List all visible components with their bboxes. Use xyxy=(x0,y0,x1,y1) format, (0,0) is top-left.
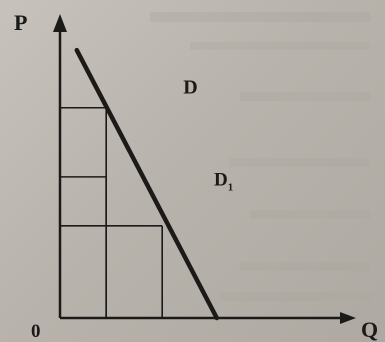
y-axis-arrow-icon xyxy=(53,14,67,32)
annotation-d1: D1 xyxy=(214,170,233,194)
origin-label: 0 xyxy=(31,321,41,342)
annotation-d1-subscript: 1 xyxy=(228,182,234,194)
bleed-through-texture xyxy=(150,12,370,301)
demand-line xyxy=(74,47,220,321)
y-axis-label: P xyxy=(14,10,27,35)
annotation-d1-main: D xyxy=(214,170,228,191)
x-axis-arrow-icon xyxy=(340,312,356,324)
reference-guides xyxy=(60,106,163,318)
x-axis-label: Q xyxy=(361,317,378,342)
annotation-d: D xyxy=(183,76,197,98)
